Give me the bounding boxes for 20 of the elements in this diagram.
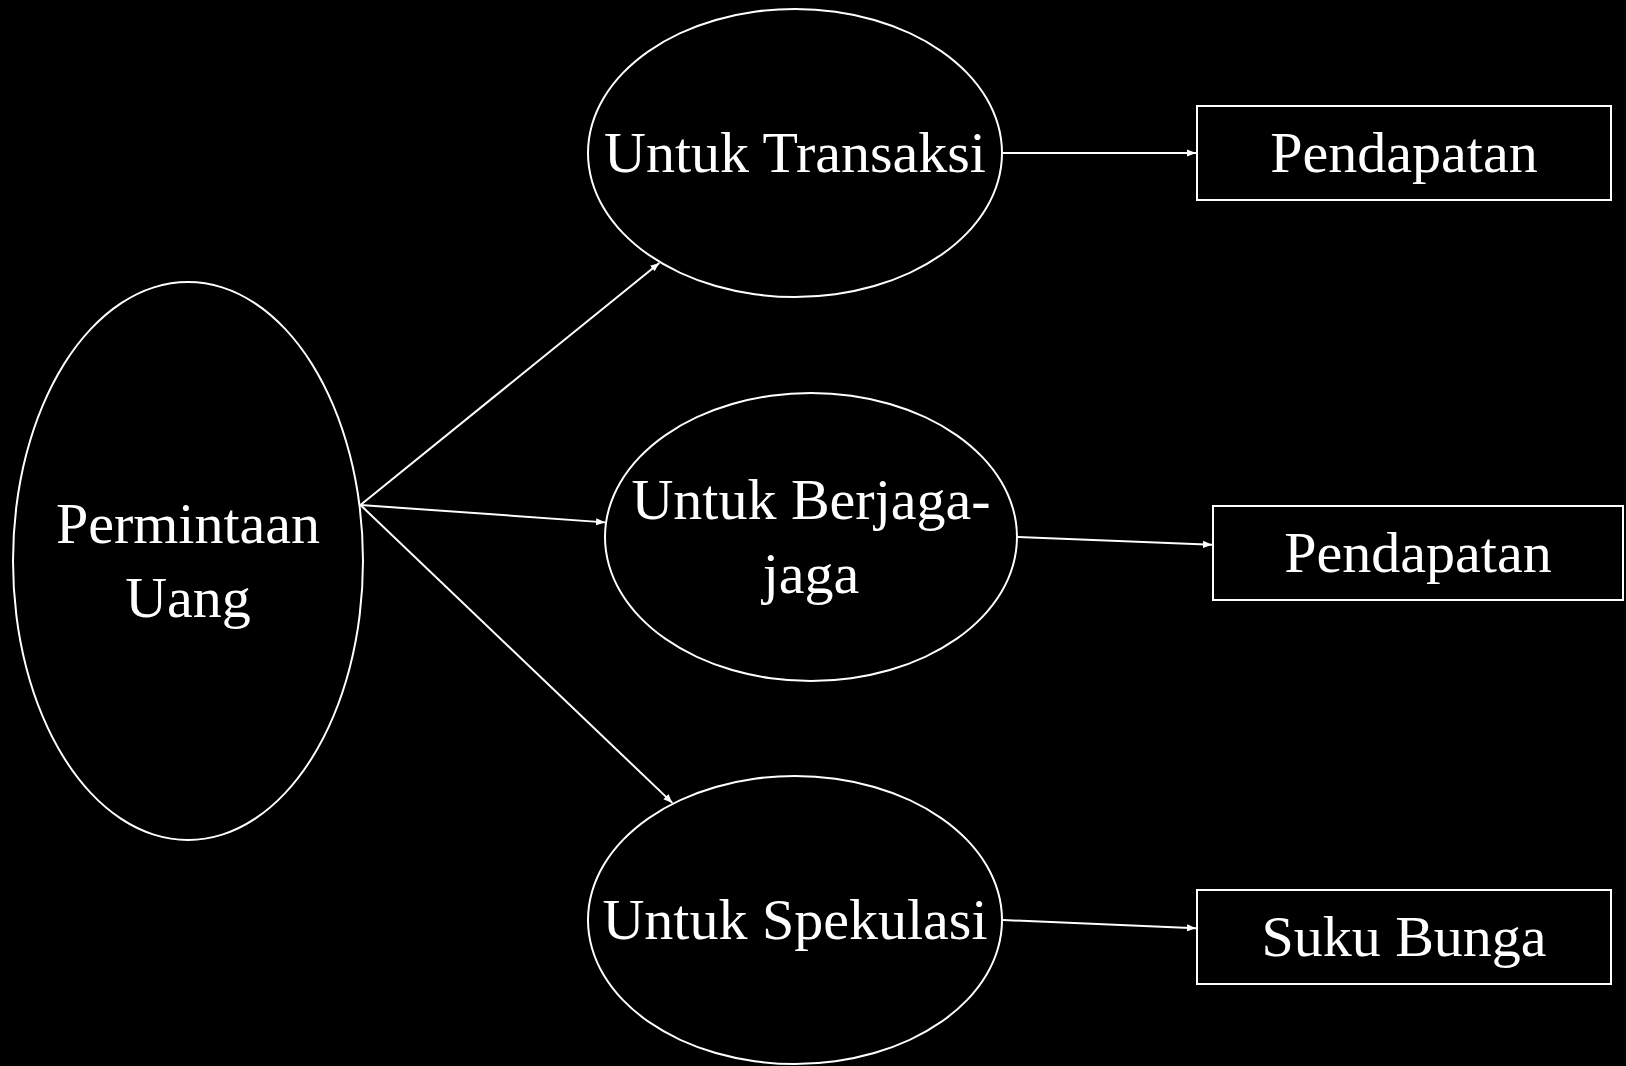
arrow <box>1002 919 1197 932</box>
node-label: Suku Bunga <box>1260 902 1548 971</box>
node-label: Untuk Spekulasi <box>601 885 989 954</box>
node-label: Untuk Transaksi <box>603 118 987 187</box>
node-label: Untuk Berjaga-jaga <box>630 465 992 608</box>
arrow <box>1002 149 1197 157</box>
arrow <box>359 504 607 526</box>
node-label: Permintaan Uang <box>54 489 322 632</box>
result-box <box>1196 105 1612 201</box>
ellipse-node <box>587 8 1003 298</box>
node-label: Pendapatan <box>1283 518 1553 587</box>
arrow <box>359 261 661 506</box>
arrow <box>1017 536 1213 548</box>
ellipse-node <box>12 281 364 841</box>
ellipse-node <box>587 775 1003 1065</box>
arrow <box>359 504 674 804</box>
result-box <box>1196 889 1612 985</box>
result-box <box>1212 505 1624 601</box>
node-label: Pendapatan <box>1269 118 1539 187</box>
ellipse-node <box>604 392 1018 682</box>
